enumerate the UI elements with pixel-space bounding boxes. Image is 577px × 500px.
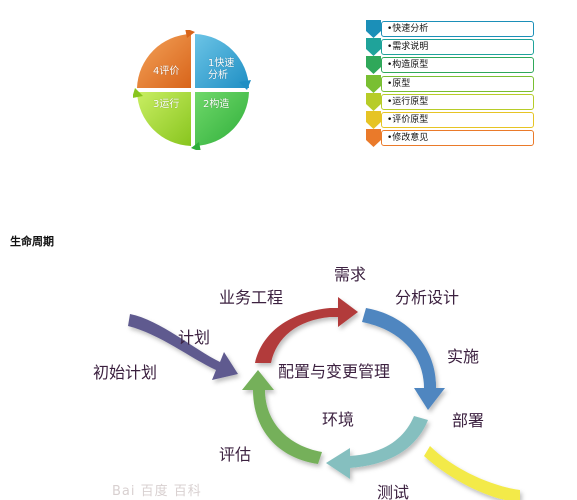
step-label: •评价原型 (381, 111, 534, 128)
label-initial-plan: 初始计划 (93, 363, 157, 382)
step-label: •原型 (381, 75, 534, 92)
step-label: •构造原型 (381, 57, 534, 74)
prototype-cycle-quadrant (133, 30, 251, 150)
step-item: •快速分析 (366, 20, 534, 38)
quadrant-label-2: 2构造 (203, 99, 230, 110)
quadrant-construct (195, 92, 249, 146)
step-item: •运行原型 (366, 92, 534, 111)
arrow-tip-icon (239, 80, 251, 90)
label-testing: 测试 (377, 483, 409, 500)
label-center: 配置与变更管理 (278, 362, 390, 381)
quadrant-label-4: 4评价 (153, 66, 180, 77)
label-environment: 环境 (322, 410, 354, 429)
chevron-down-icon (366, 74, 381, 93)
step-item: •构造原型 (366, 56, 534, 75)
section-title: 生命周期 (10, 235, 54, 248)
lifecycle-diagram: 需求 分析设计 实施 部署 测试 评估 业务工程 计划 初始计划 配置与变更管理… (93, 265, 520, 500)
chevron-down-icon (366, 92, 381, 111)
label-evaluation: 评估 (219, 445, 251, 464)
step-label: •修改意见 (381, 130, 534, 147)
step-label: •运行原型 (381, 93, 534, 110)
step-item: •修改意见 (366, 129, 534, 148)
watermark-logo: Bai 百度 百科 (112, 480, 202, 499)
quadrant-label-1: 1快速 分析 (208, 58, 235, 81)
arrow-tip-icon (191, 142, 201, 150)
quadrant-run (137, 92, 191, 146)
quadrant-evaluate (137, 34, 191, 88)
chevron-down-icon (366, 38, 381, 57)
arc-testing (326, 416, 428, 479)
step-item: •原型 (366, 74, 534, 93)
label-implementation: 实施 (447, 347, 479, 366)
chevron-down-icon (366, 56, 381, 75)
arrow-initial-plan (128, 314, 238, 380)
arrow-deployment-out (424, 446, 520, 500)
chevron-down-icon (366, 129, 381, 148)
label-plan: 计划 (178, 328, 210, 347)
label-business-engineering: 业务工程 (219, 288, 283, 307)
arc-analysis-design (362, 308, 445, 410)
quadrant-analysis (195, 34, 249, 88)
arrow-tip-icon (185, 30, 195, 38)
chevron-down-icon (366, 110, 381, 129)
label-analysis-design: 分析设计 (395, 288, 459, 307)
label-deployment: 部署 (452, 411, 484, 430)
arc-evaluation (242, 370, 322, 464)
arrow-tip-icon (133, 88, 143, 98)
step-label: •快速分析 (381, 21, 534, 37)
step-item: •评价原型 (366, 110, 534, 129)
prototype-steps-list: •快速分析 •需求说明•构造原型•原型•运行原型•评价原型 •修改意见 (366, 20, 534, 148)
step-label: •需求说明 (381, 39, 534, 56)
quadrant-label-3: 3运行 (153, 99, 180, 110)
watermark-text: Bai 百度 百科 (112, 484, 202, 499)
label-requirements: 需求 (334, 265, 366, 284)
chevron-down-icon (366, 20, 381, 38)
step-item: •需求说明 (366, 38, 534, 57)
arc-requirements (255, 297, 358, 363)
